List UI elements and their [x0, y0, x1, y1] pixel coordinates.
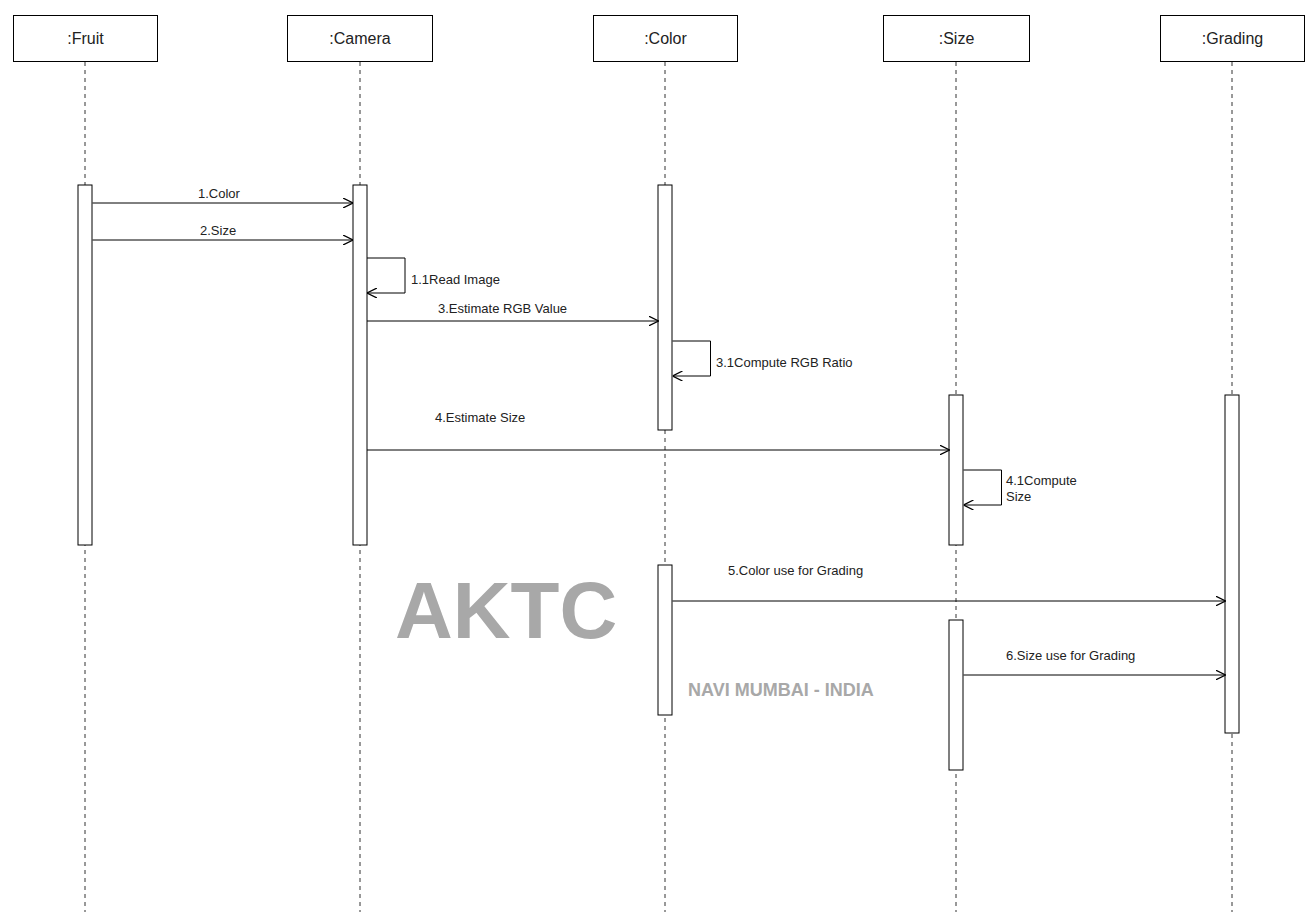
- message-arrow: [93, 240, 354, 241]
- message-arrow: [93, 203, 354, 204]
- watermark-text: NAVI MUMBAI - INDIA: [688, 680, 874, 701]
- lifeline-head: :Grading: [1160, 15, 1305, 62]
- activation-bar: [1225, 395, 1239, 733]
- message-label: 3.Estimate RGB Value: [437, 301, 568, 317]
- lifeline-head: :Color: [593, 15, 738, 62]
- message-arrow: [964, 470, 1002, 505]
- message-label: 1.1Read Image: [410, 272, 501, 288]
- message-arrow: [367, 258, 405, 293]
- activation-bar: [658, 565, 672, 715]
- activation-bar: [949, 620, 963, 770]
- object-name: :Camera: [329, 30, 390, 48]
- message-arrow: [673, 601, 1226, 602]
- message-label: 1.Color: [197, 186, 241, 202]
- activation-bar: [658, 185, 672, 430]
- watermark-text: AKTC: [395, 565, 617, 657]
- object-name: :Color: [644, 30, 687, 48]
- message-label: 5.Color use for Grading: [727, 563, 864, 579]
- message-label: 2.Size: [199, 223, 237, 239]
- object-name: :Fruit: [67, 30, 103, 48]
- activation-bar: [353, 185, 367, 545]
- lifeline-head: :Size: [883, 15, 1030, 62]
- message-arrow: [964, 675, 1226, 676]
- activation-bar: [949, 395, 963, 545]
- message-label: 6.Size use for Grading: [1005, 648, 1136, 664]
- lifeline-head: :Fruit: [13, 15, 158, 62]
- message-arrow: [367, 450, 950, 451]
- message-label: 3.1Compute RGB Ratio: [715, 355, 854, 371]
- lifeline-head: :Camera: [287, 15, 433, 62]
- message-arrow: [673, 341, 711, 376]
- object-name: :Size: [939, 30, 975, 48]
- message-label: 4.Estimate Size: [434, 410, 526, 426]
- object-name: :Grading: [1202, 30, 1263, 48]
- message-arrow: [367, 321, 659, 322]
- activation-bar: [78, 185, 92, 545]
- message-label: 4.1Compute Size: [1005, 473, 1082, 505]
